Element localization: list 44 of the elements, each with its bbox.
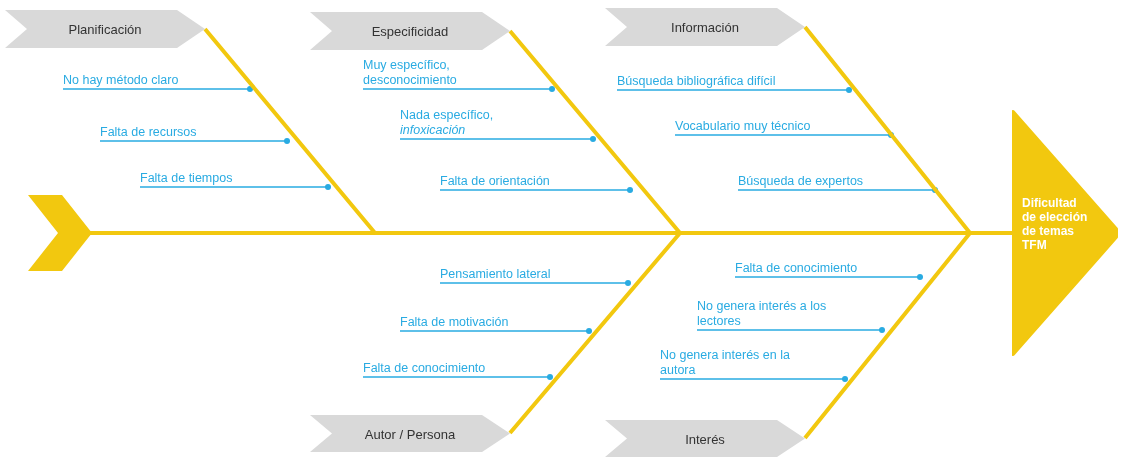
cause-text: Falta de tiempos bbox=[140, 171, 233, 187]
leader-line bbox=[362, 374, 553, 380]
leader-line bbox=[674, 132, 894, 138]
leader-line bbox=[696, 327, 885, 333]
cause-text: Falta de motivación bbox=[400, 315, 509, 331]
category-chevron bbox=[605, 420, 805, 457]
cause-text: Falta de conocimiento bbox=[735, 261, 858, 277]
category-label: Autor / Persona bbox=[363, 426, 457, 441]
leader-line bbox=[399, 136, 596, 142]
cause-text: Falta de conocimiento bbox=[363, 361, 486, 377]
category-label: Planificación bbox=[67, 21, 143, 37]
leader-line bbox=[399, 328, 592, 334]
leader-line bbox=[99, 138, 290, 144]
category-label: Especificidad bbox=[370, 23, 450, 39]
cause-text: Muy específico, desconocimiento bbox=[363, 58, 475, 89]
category-label: Información bbox=[670, 19, 740, 35]
leader-line bbox=[734, 274, 923, 280]
cause-text: Búsqueda bibliográfica difícil bbox=[617, 74, 776, 90]
cause-text: Pensamiento lateral bbox=[440, 267, 551, 283]
leader-line bbox=[362, 86, 555, 92]
cause-text: Vocabulario muy técnico bbox=[675, 119, 811, 135]
effect-label: Dificultad de elección de temas TFM bbox=[1022, 196, 1089, 252]
leader-line bbox=[62, 86, 253, 92]
bone-line bbox=[803, 231, 1013, 440]
tail-chevron bbox=[28, 195, 92, 271]
category-label: Interés bbox=[684, 431, 726, 446]
leader-line bbox=[139, 184, 331, 190]
leader-line bbox=[659, 376, 848, 382]
cause-text: No hay método claro bbox=[63, 73, 179, 89]
cause-text: No genera interés en la autora bbox=[660, 348, 798, 379]
cause-text: Falta de recursos bbox=[100, 125, 197, 141]
leader-line bbox=[737, 187, 938, 193]
category-chevron bbox=[605, 8, 805, 46]
cause-text: Búsqueda de expertos bbox=[738, 174, 864, 190]
leader-line bbox=[439, 280, 631, 286]
leader-line bbox=[616, 87, 852, 93]
category-chevron bbox=[310, 12, 510, 50]
category-chevron bbox=[310, 415, 510, 452]
category-chevron bbox=[5, 10, 205, 48]
cause-text: No genera interés a los lectores bbox=[697, 299, 835, 330]
leader-line bbox=[439, 187, 633, 193]
cause-text: Nada específico, infoxicación bbox=[400, 108, 512, 139]
cause-text: Falta de orientación bbox=[440, 174, 550, 190]
effect-head bbox=[1012, 108, 1118, 358]
